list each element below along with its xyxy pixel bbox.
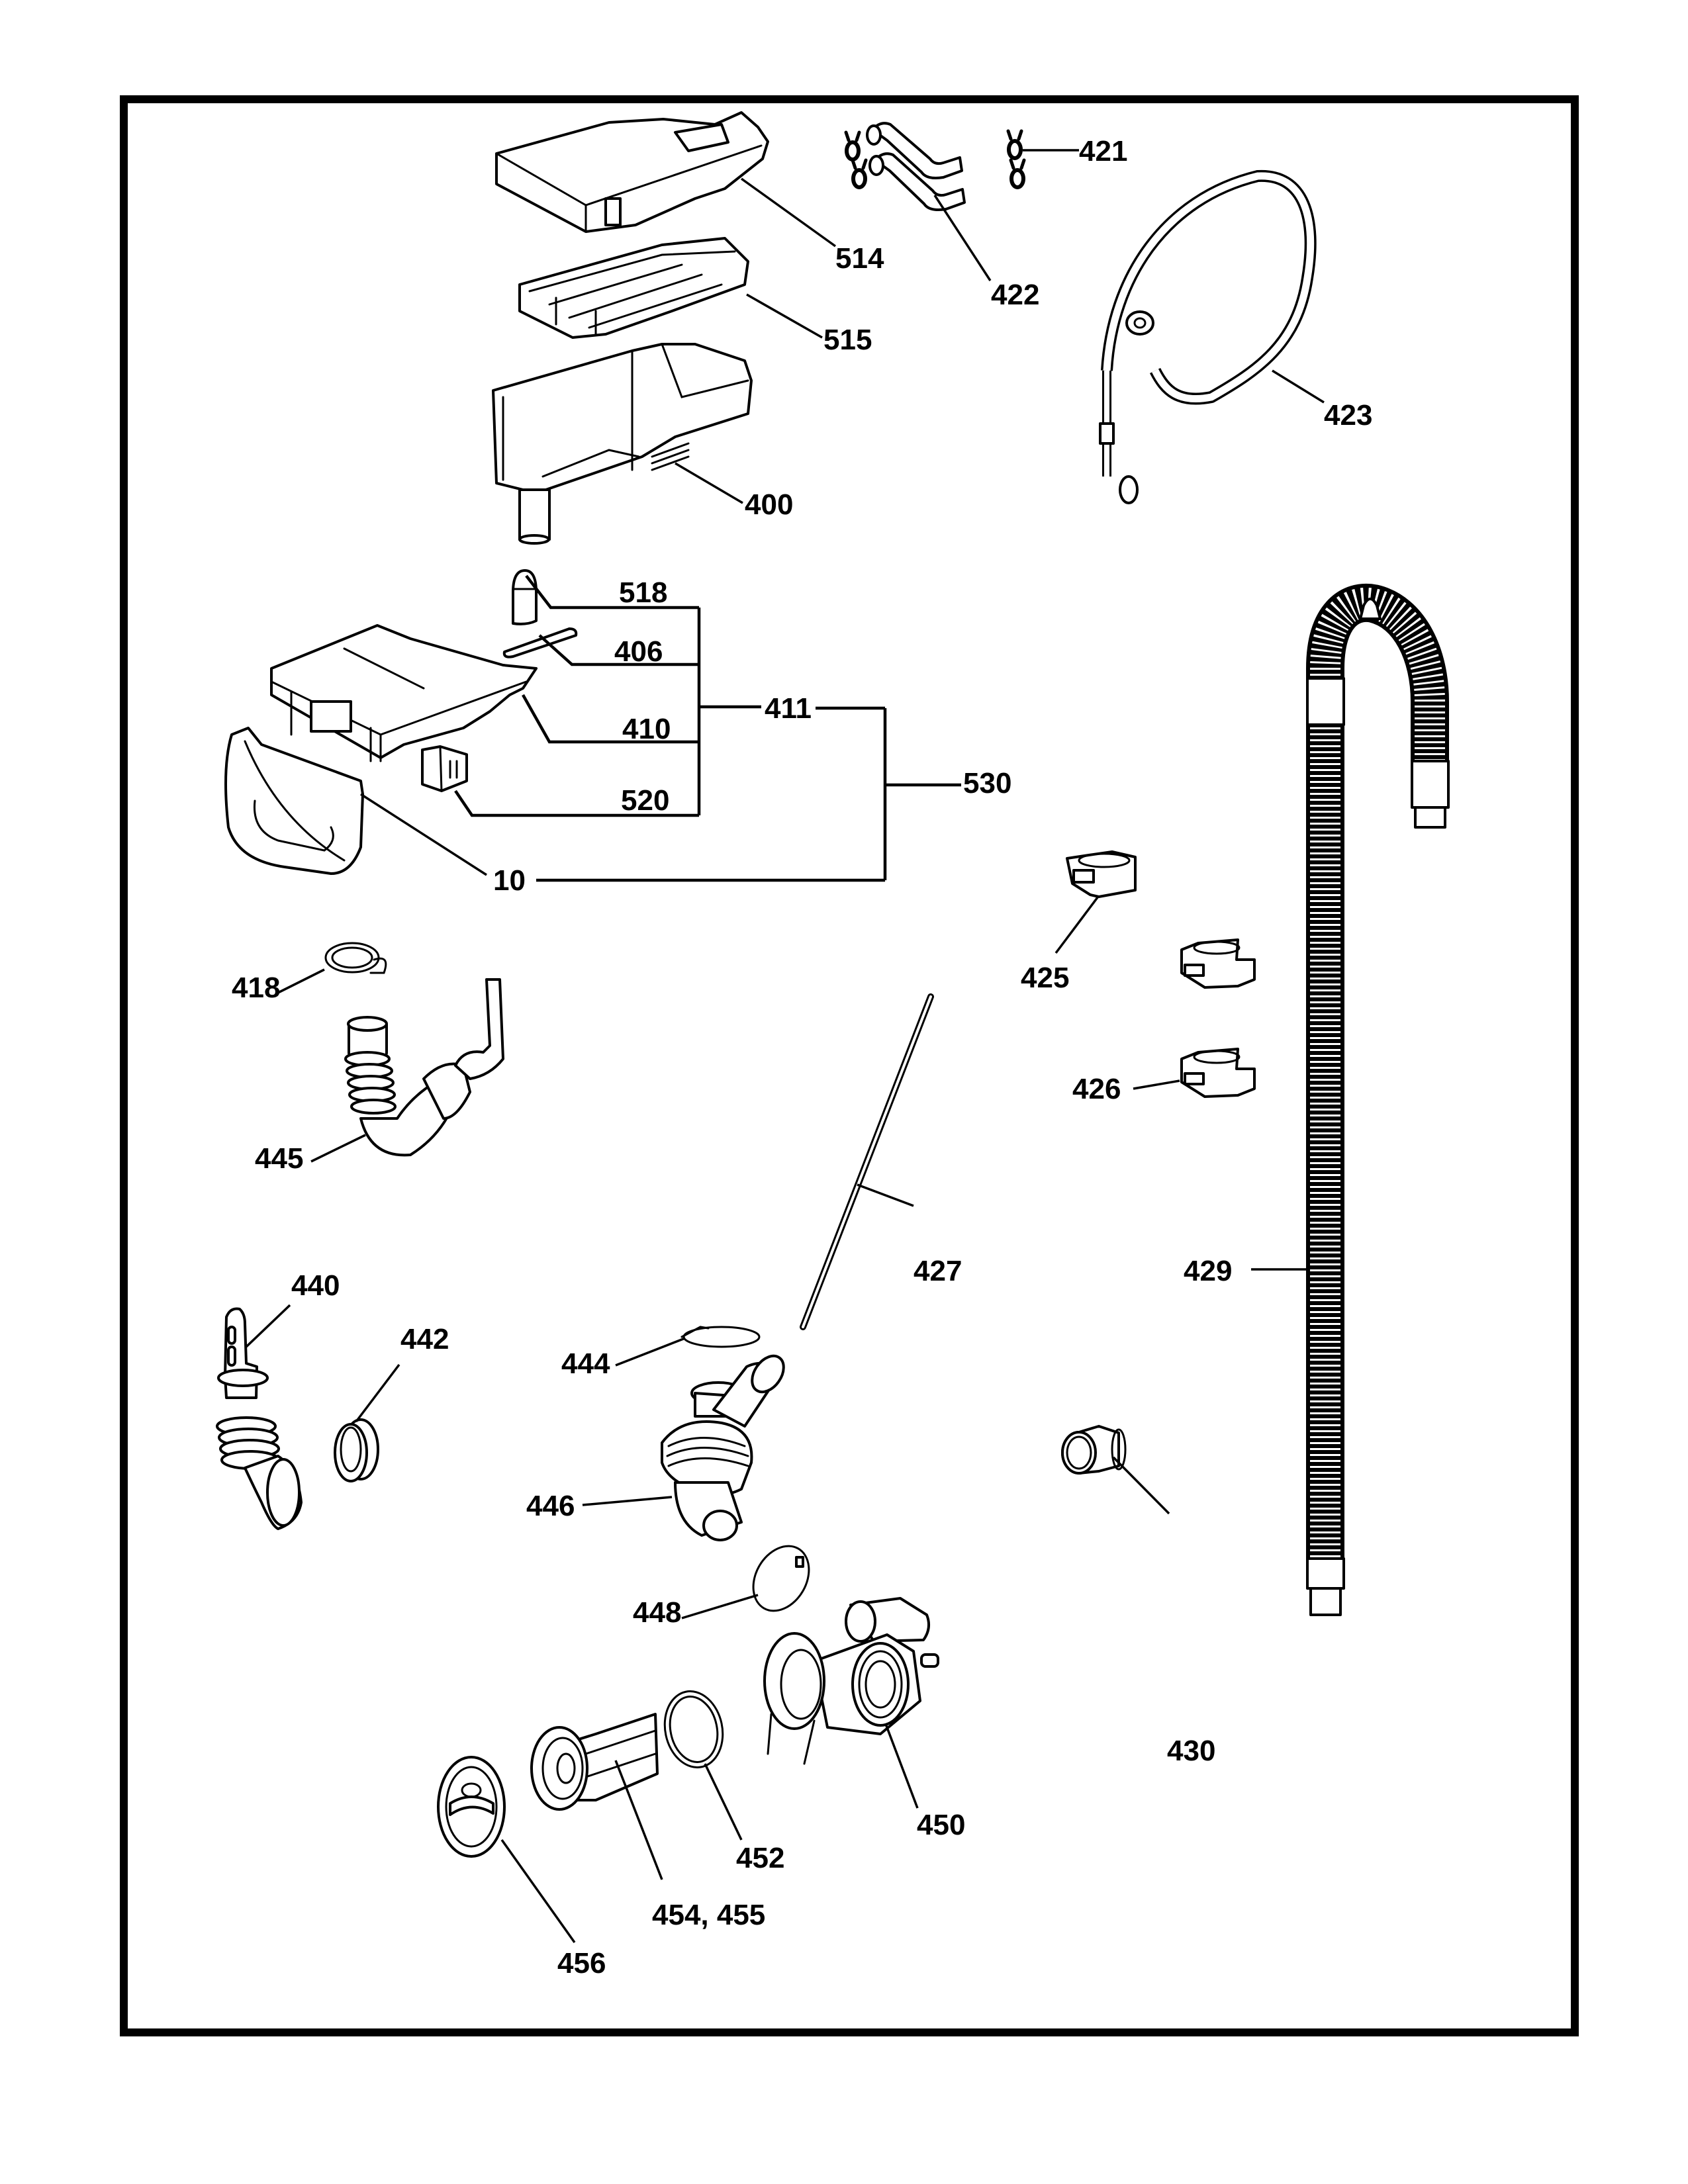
part-456-filter-cap: [437, 1756, 506, 1858]
part-400-dispenser-housing: [492, 343, 753, 545]
label-514: 514: [835, 242, 884, 275]
bracket-530: [536, 706, 961, 882]
part-444-wire-clamp: [680, 1326, 761, 1348]
label-515: 515: [823, 324, 872, 356]
label-411: 411: [765, 692, 812, 725]
part-418-spring-clamp: [324, 942, 387, 974]
leader-452: [704, 1763, 743, 1841]
part-427-pressure-tube: [800, 993, 934, 1330]
part-446-pump-hose: [661, 1354, 785, 1541]
part-421-hose-clamps: [844, 129, 1026, 189]
leader-423: [1272, 369, 1325, 404]
diagram-frame: [120, 95, 1579, 2036]
label-446: 446: [526, 1490, 575, 1522]
label-400: 400: [745, 488, 793, 521]
part-442-grommet: [334, 1418, 379, 1482]
label-452: 452: [736, 1842, 784, 1874]
label-440: 440: [291, 1269, 340, 1302]
leader-427: [857, 1183, 914, 1207]
part-406-lever: [502, 627, 578, 659]
label-410: 410: [622, 713, 671, 745]
part-10-drawer-front: [224, 727, 364, 875]
leader-448: [681, 1594, 759, 1619]
leader-418: [277, 968, 325, 994]
part-426-hose-clip: [1180, 1048, 1256, 1098]
leader-450: [884, 1723, 919, 1809]
label-430: 430: [1167, 1735, 1215, 1767]
part-445-bellows-hose: [344, 978, 504, 1157]
leader-430: [1112, 1456, 1170, 1515]
label-426: 426: [1072, 1073, 1121, 1105]
label-442: 442: [400, 1323, 449, 1355]
leader-444: [615, 1337, 686, 1367]
part-454-455-pump-filter: [530, 1713, 659, 1811]
part-422-inlet-hoses: [866, 122, 966, 211]
part-448-clamp-ring: [752, 1545, 810, 1612]
label-10: 10: [493, 864, 526, 897]
label-422: 422: [991, 279, 1039, 311]
part-clip-unlabeled: [1180, 938, 1256, 989]
label-421: 421: [1079, 135, 1127, 167]
part-440-bellows-hose: [216, 1307, 303, 1530]
label-456: 456: [557, 1947, 606, 1979]
label-406: 406: [614, 635, 663, 668]
label-518: 518: [619, 576, 667, 609]
leader-442: [355, 1363, 400, 1423]
label-450: 450: [917, 1809, 965, 1841]
leader-445: [310, 1134, 366, 1163]
label-445: 445: [255, 1142, 303, 1175]
label-429: 429: [1184, 1255, 1232, 1287]
leader-514: [740, 177, 837, 248]
label-520: 520: [621, 784, 669, 817]
label-425: 425: [1021, 962, 1069, 994]
label-423: 423: [1324, 399, 1372, 432]
label-530: 530: [963, 767, 1011, 799]
part-514-dispenser-cover: [495, 111, 769, 233]
part-518-siphon-cap: [512, 569, 538, 625]
leader-446: [582, 1496, 673, 1506]
part-430-hose-adapter: [1061, 1425, 1127, 1475]
leader-440: [245, 1304, 291, 1348]
leader-515: [746, 293, 823, 339]
label-454-455: 454, 455: [652, 1899, 765, 1931]
label-418: 418: [232, 972, 280, 1004]
part-429-drain-hose: [1306, 583, 1450, 1616]
leader-425: [1055, 896, 1099, 954]
leader-426: [1133, 1079, 1180, 1090]
part-425-hose-clip: [1066, 850, 1137, 898]
leader-454-455: [614, 1760, 663, 1880]
bracket-411: [454, 574, 761, 817]
part-410-dispenser-drawer: [270, 624, 538, 762]
label-427: 427: [914, 1255, 962, 1287]
part-520-siphon-insert: [421, 745, 468, 792]
leader-10: [360, 793, 487, 876]
part-450-drain-pump-housing: [763, 1597, 939, 1765]
leader-422: [933, 195, 992, 281]
part-423-inlet-hose: [1099, 169, 1317, 504]
label-448: 448: [633, 1596, 681, 1629]
leader-400: [675, 462, 743, 504]
label-444: 444: [561, 1347, 610, 1380]
leader-456: [500, 1839, 576, 1944]
part-452-o-ring: [663, 1690, 724, 1768]
part-515-dispenser-distributor: [518, 237, 749, 339]
